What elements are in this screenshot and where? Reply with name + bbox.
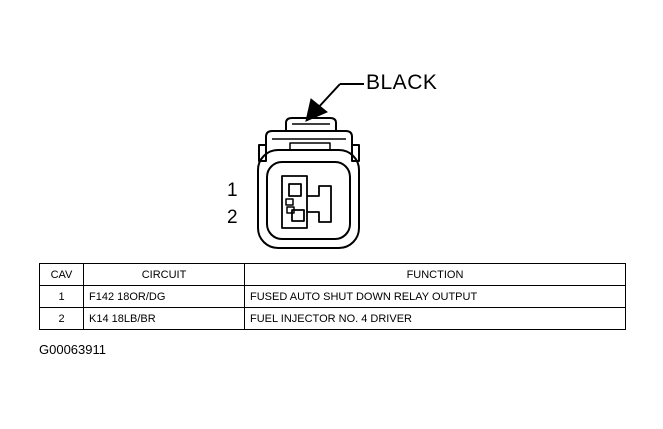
figure-id: G00063911 <box>39 342 106 357</box>
column-header-circuit: CIRCUIT <box>83 263 245 286</box>
table-row: 1 F142 18OR/DG FUSED AUTO SHUT DOWN RELA… <box>39 285 626 308</box>
table-row: 2 K14 18LB/BR FUEL INJECTOR NO. 4 DRIVER <box>39 307 626 330</box>
column-header-function: FUNCTION <box>244 263 626 286</box>
cell-circuit: K14 18LB/BR <box>83 307 245 330</box>
connector-body <box>257 117 360 249</box>
cell-function: FUEL INJECTOR NO. 4 DRIVER <box>244 307 626 330</box>
column-header-cav: CAV <box>39 263 84 286</box>
cavity-label-1: 1 <box>227 180 238 201</box>
cell-function: FUSED AUTO SHUT DOWN RELAY OUTPUT <box>244 285 626 308</box>
cell-cav: 2 <box>39 307 84 330</box>
color-leader-arrow <box>305 83 364 122</box>
cavity-label-2: 2 <box>227 207 238 228</box>
pinout-table: CAV CIRCUIT FUNCTION 1 F142 18OR/DG FUSE… <box>39 263 626 330</box>
cell-cav: 1 <box>39 285 84 308</box>
cell-circuit: F142 18OR/DG <box>83 285 245 308</box>
table-header-row: CAV CIRCUIT FUNCTION <box>39 263 626 286</box>
connector-color-label: BLACK <box>366 71 438 94</box>
